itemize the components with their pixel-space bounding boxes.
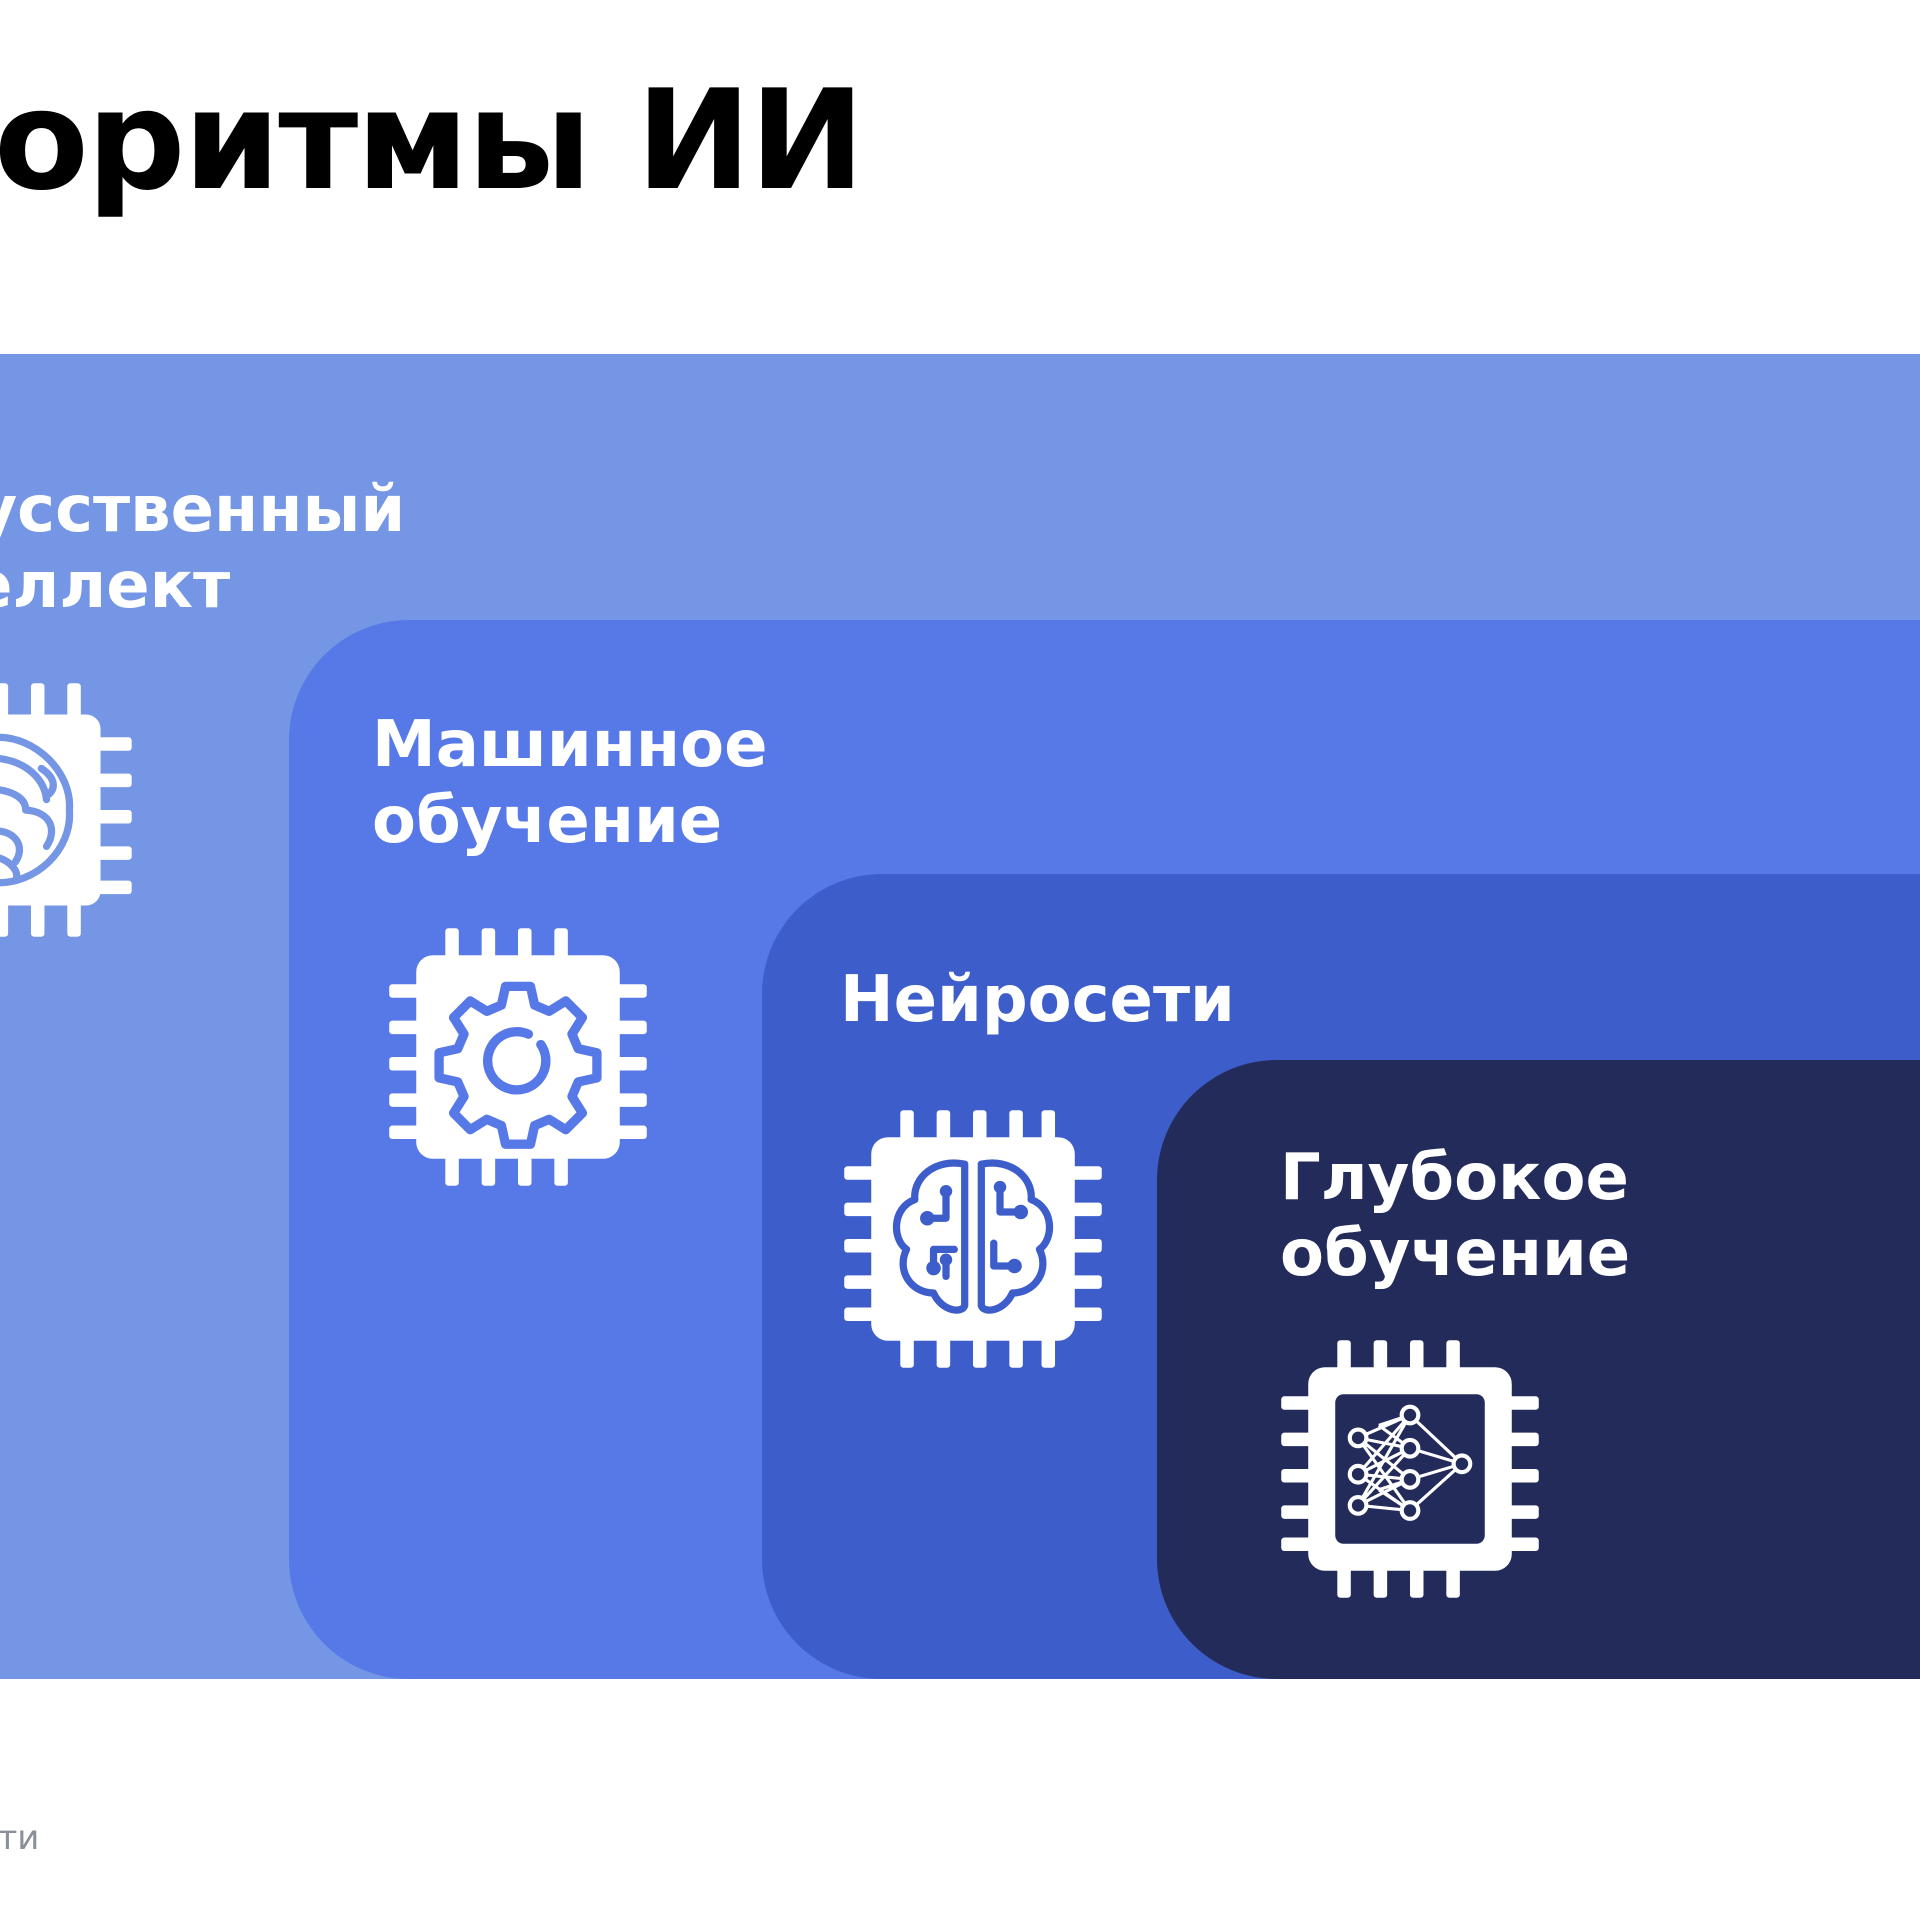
label-ai-line1: кусственный [0, 473, 406, 547]
page-title: оритмы ИИ [0, 60, 865, 221]
label-ml: Машинное обучение [372, 707, 768, 859]
label-dl-line2: обучение [1280, 1217, 1631, 1291]
circuit-brain-chip-icon [844, 1110, 1102, 1368]
label-nn: Нейросети [840, 962, 1235, 1038]
gear-chip-icon [389, 928, 647, 1186]
label-ml-line2: обучение [372, 784, 723, 858]
label-ai-line2: теллект [0, 549, 231, 623]
footer-source: ости [0, 1818, 40, 1858]
label-dl-line1: Глубокое [1280, 1141, 1629, 1215]
layer-dl [1157, 1060, 1920, 1679]
brain-chip-icon [0, 683, 132, 937]
label-dl: Глубокое обучение [1280, 1140, 1630, 1292]
label-ai: кусственный теллект [0, 472, 405, 624]
label-nn-line1: Нейросети [840, 963, 1235, 1037]
neural-network-chip-icon [1281, 1340, 1539, 1598]
label-ml-line1: Машинное [372, 708, 768, 782]
